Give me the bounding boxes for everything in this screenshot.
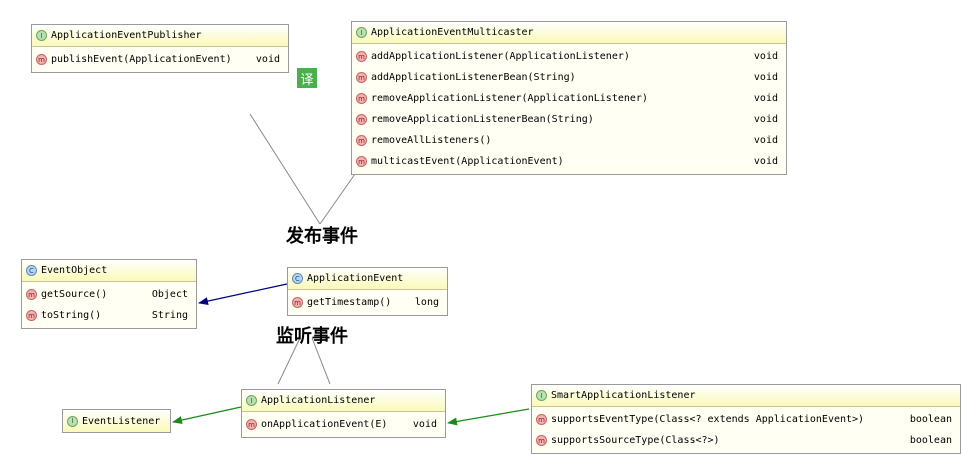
method-icon: m — [356, 135, 367, 146]
method-return-type: void — [412, 419, 437, 430]
method-icon: m — [536, 435, 547, 446]
class-title: ApplicationListener — [261, 395, 376, 406]
class-header: I ApplicationEventPublisher — [32, 25, 288, 47]
class-header: I ApplicationEventMulticaster — [352, 22, 786, 44]
class-box-application-event-multicaster[interactable]: I ApplicationEventMulticaster m addAppli… — [351, 21, 787, 175]
method-row[interactable]: m toString() String — [22, 305, 196, 326]
listen-connector-left — [277, 337, 301, 385]
method-icon: m — [246, 419, 257, 430]
method-row[interactable]: m multicastEvent(ApplicationEvent) void — [352, 151, 786, 172]
class-title: EventObject — [41, 265, 108, 276]
class-title: EventListener — [82, 415, 161, 427]
method-return-type: boolean — [909, 414, 952, 425]
method-row[interactable]: m onApplicationEvent(E) void — [242, 414, 445, 435]
method-row[interactable]: m getSource() Object — [22, 284, 196, 305]
publish-event-label: 发布事件 — [286, 226, 358, 247]
method-return-type: void — [753, 135, 778, 146]
method-icon: m — [356, 156, 367, 167]
class-box-event-listener[interactable]: I EventListener — [62, 409, 171, 433]
method-icon: m — [356, 51, 367, 62]
method-name: removeApplicationListener(ApplicationLis… — [371, 93, 648, 104]
class-box-application-event[interactable]: C ApplicationEvent m getTimestamp() long — [287, 267, 448, 316]
class-header: I ApplicationListener — [242, 390, 445, 412]
class-title: ApplicationEventMulticaster — [371, 27, 534, 38]
method-name: removeApplicationListenerBean(String) — [371, 114, 594, 125]
publish-connector-left — [249, 113, 321, 225]
method-return-type: void — [753, 114, 778, 125]
extends-arrow-event-listener — [172, 406, 242, 424]
class-header: I SmartApplicationListener — [532, 385, 960, 407]
method-row[interactable]: m addApplicationListenerBean(String) voi… — [352, 67, 786, 88]
listen-event-label: 监听事件 — [276, 326, 348, 347]
interface-icon: I — [36, 30, 47, 41]
method-return-type: Object — [151, 289, 188, 300]
method-return-type: void — [753, 156, 778, 167]
method-icon: m — [292, 297, 303, 308]
method-return-type: void — [255, 54, 280, 65]
method-name: getSource() — [41, 289, 108, 300]
method-return-type: boolean — [909, 435, 952, 446]
interface-icon: I — [356, 27, 367, 38]
method-row[interactable]: m removeApplicationListenerBean(String) … — [352, 109, 786, 130]
class-box-event-object[interactable]: C EventObject m getSource() Object m toS… — [21, 259, 197, 329]
method-icon: m — [26, 289, 37, 300]
method-name: toString() — [41, 310, 102, 321]
method-return-type: void — [753, 93, 778, 104]
method-icon: m — [26, 310, 37, 321]
class-header: C EventObject — [22, 260, 196, 282]
abstract-class-icon: C — [292, 273, 303, 284]
method-name: addApplicationListener(ApplicationListen… — [371, 51, 630, 62]
method-row[interactable]: m publishEvent(ApplicationEvent) void — [32, 49, 288, 70]
method-row[interactable]: m supportsEventType(Class<? extends Appl… — [532, 409, 960, 430]
class-title: ApplicationEvent — [307, 273, 404, 284]
method-name: getTimestamp() — [307, 297, 392, 308]
class-title: SmartApplicationListener — [551, 390, 696, 401]
method-name: publishEvent(ApplicationEvent) — [51, 54, 232, 65]
method-name: supportsEventType(Class<? extends Applic… — [551, 414, 865, 425]
method-name: multicastEvent(ApplicationEvent) — [371, 156, 564, 167]
method-icon: m — [356, 72, 367, 83]
method-icon: m — [536, 414, 547, 425]
extends-arrow-event-object — [198, 283, 288, 306]
method-row[interactable]: m getTimestamp() long — [288, 292, 447, 313]
method-icon: m — [356, 114, 367, 125]
class-title: ApplicationEventPublisher — [51, 30, 202, 41]
method-row[interactable]: m removeApplicationListener(ApplicationL… — [352, 88, 786, 109]
class-header: I EventListener — [63, 410, 170, 432]
interface-icon: I — [67, 415, 78, 427]
class-header: C ApplicationEvent — [288, 268, 447, 290]
method-row[interactable]: m addApplicationListener(ApplicationList… — [352, 46, 786, 67]
method-return-type: void — [753, 72, 778, 83]
method-return-type: long — [414, 297, 439, 308]
method-return-type: void — [753, 51, 778, 62]
method-name: addApplicationListenerBean(String) — [371, 72, 576, 83]
method-icon: m — [36, 54, 47, 65]
method-name: removeAllListeners() — [371, 135, 492, 146]
interface-icon: I — [536, 390, 547, 401]
class-box-smart-application-listener[interactable]: I SmartApplicationListener m supportsEve… — [531, 384, 961, 454]
method-return-type: String — [151, 310, 188, 321]
method-row[interactable]: m supportsSourceType(Class<?>) boolean — [532, 430, 960, 451]
extends-arrow-application-listener — [447, 408, 530, 426]
class-icon: C — [26, 265, 37, 276]
publish-connector-right — [319, 173, 356, 225]
listen-connector-right — [311, 337, 331, 385]
method-icon: m — [356, 93, 367, 104]
method-name: onApplicationEvent(E) — [261, 419, 388, 430]
class-box-application-listener[interactable]: I ApplicationListener m onApplicationEve… — [241, 389, 446, 438]
method-row[interactable]: m removeAllListeners() void — [352, 130, 786, 151]
class-box-application-event-publisher[interactable]: I ApplicationEventPublisher m publishEve… — [31, 24, 289, 73]
method-name: supportsSourceType(Class<?>) — [551, 435, 720, 446]
translate-badge[interactable]: 译 — [297, 68, 317, 88]
interface-icon: I — [246, 395, 257, 406]
